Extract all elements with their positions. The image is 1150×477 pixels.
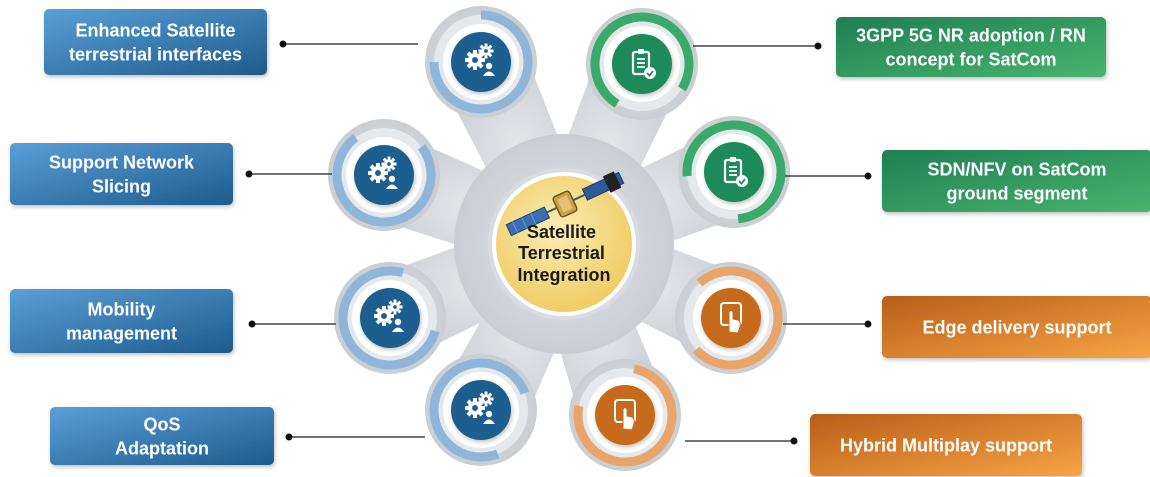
label-text: Hybrid Multiplay support: [840, 435, 1052, 455]
label-line: management: [66, 323, 177, 343]
connector-dot: [814, 42, 822, 50]
node-qos-adaptation: [429, 358, 530, 462]
gears-user-icon: [465, 43, 495, 76]
node-group: [332, 10, 786, 467]
label-line: concept for SatCom: [885, 49, 1056, 69]
node-3gpp-5g-nr-adoption: [590, 12, 694, 111]
node-sdn-nfv-satcom-ground: [682, 120, 786, 224]
gears-user-icon: [374, 299, 404, 332]
gears-user-icon: [465, 391, 495, 424]
label-line: SDN/NFV on SatCom: [927, 159, 1106, 179]
center-title-line-3: Integration: [518, 265, 611, 285]
label-box-enhanced-satellite-terrestrial-interfaces: Enhanced Satellite terrestrial interfaces: [44, 9, 267, 75]
label-text: Edge delivery support: [922, 317, 1111, 337]
label-group: Enhanced Satellite terrestrial interfaces…: [10, 9, 1150, 476]
label-text: SDN/NFV on SatCom ground segment: [927, 159, 1106, 203]
label-box-qos-adaptation: QoS Adaptation: [50, 407, 274, 465]
label-line: QoS: [143, 414, 180, 434]
node-hybrid-multiplay-support: [573, 364, 677, 467]
hand-tap-icon: [720, 302, 742, 334]
connector-dot: [279, 40, 287, 48]
center-hub: Satellite Terrestrial Integration: [488, 168, 640, 320]
label-box-3gpp-5g-nr-adoption: 3GPP 5G NR adoption / RN concept for SatC…: [836, 17, 1106, 77]
satellite-icon: [505, 171, 625, 237]
label-line: Mobility: [88, 299, 156, 319]
node-edge-delivery-support: [684, 266, 783, 370]
connector-dot: [248, 320, 256, 328]
label-line: Slicing: [92, 176, 151, 196]
label-line: terrestrial interfaces: [69, 44, 242, 64]
connector-dot: [790, 437, 798, 445]
clipboard-check-icon: [723, 157, 748, 187]
label-text: Mobility management: [66, 299, 177, 343]
label-line: Adaptation: [115, 438, 209, 458]
label-box-hybrid-multiplay-support: Hybrid Multiplay support: [810, 414, 1082, 476]
hand-tap-icon: [614, 399, 636, 431]
connector-dot: [864, 320, 872, 328]
label-box-sdn-nfv-satcom-ground: SDN/NFV on SatCom ground segment: [882, 150, 1150, 212]
label-box-edge-delivery-support: Edge delivery support: [882, 296, 1150, 358]
center-title: Satellite Terrestrial Integration: [518, 222, 611, 285]
label-line: Hybrid Multiplay support: [840, 435, 1052, 455]
label-line: Enhanced Satellite: [75, 20, 235, 40]
label-text: 3GPP 5G NR adoption / RN concept for SatC…: [856, 25, 1086, 69]
label-text: QoS Adaptation: [115, 414, 209, 458]
connector-dot: [245, 170, 253, 178]
label-line: Support Network: [49, 152, 195, 172]
center-title-line-2: Terrestrial: [518, 243, 605, 263]
connector-dot: [864, 172, 872, 180]
label-line: ground segment: [946, 183, 1087, 203]
label-text: Enhanced Satellite terrestrial interfaces: [69, 20, 242, 64]
node-support-network-slicing: [332, 128, 436, 227]
node-enhanced-satellite-terrestrial-interfaces: [429, 10, 533, 114]
clipboard-check-icon: [631, 49, 656, 79]
label-box-mobility-management: Mobility management: [10, 289, 233, 353]
center-title-line-1: Satellite: [527, 222, 596, 242]
node-mobility-management: [338, 266, 440, 370]
gears-user-icon: [368, 156, 398, 189]
label-line: 3GPP 5G NR adoption / RN: [856, 25, 1086, 45]
label-line: Edge delivery support: [922, 317, 1111, 337]
connector-dot: [285, 433, 293, 441]
